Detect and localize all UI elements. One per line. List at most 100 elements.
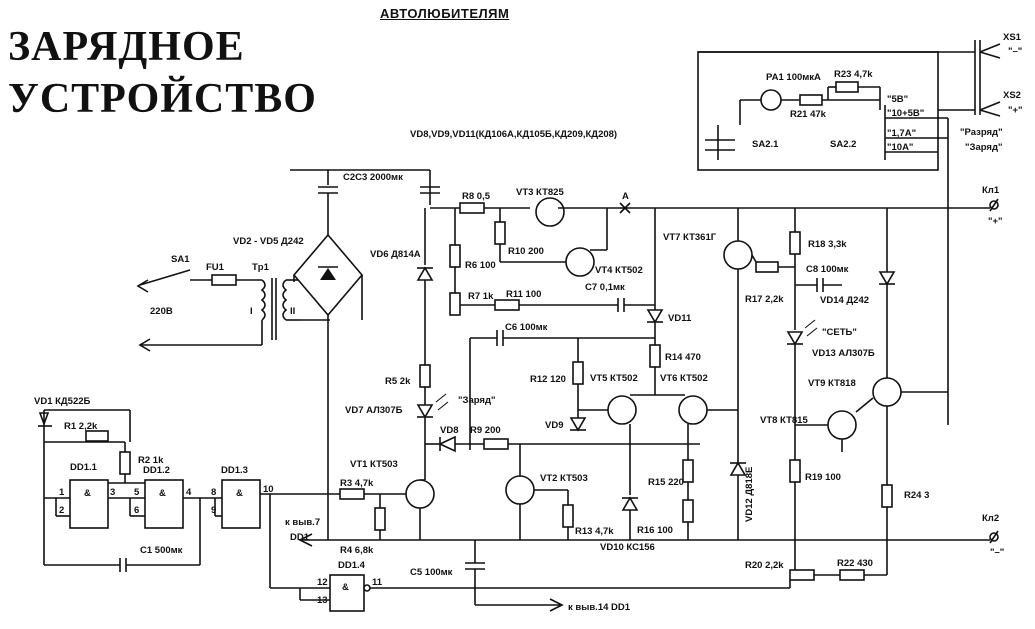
- label-vt6: VT6 КТ502: [660, 373, 708, 384]
- diode-vd8-symbol: [438, 435, 456, 453]
- switch-sa1: [139, 269, 191, 286]
- label-vt8: VT8 КТ815: [760, 415, 808, 426]
- charge-led-group: R5 2k VD7 АЛ307Б "Заряд" VD8 R9 200: [345, 364, 700, 480]
- resistor-r3-symbol: [339, 488, 365, 500]
- pin-6-label: 6: [134, 505, 139, 516]
- label-r14: R14 470: [665, 352, 701, 363]
- resistor-r13-symbol: [562, 504, 574, 528]
- label-r2: R2 1k: [138, 455, 164, 466]
- label-c1: C1 500мк: [140, 545, 183, 556]
- gate-dd1-3: [221, 479, 261, 529]
- pin-12-label: 12: [317, 577, 328, 588]
- label-r10: R10 200: [508, 246, 544, 257]
- pin-5-label: 5: [134, 487, 140, 498]
- label-pa1: PA1 100мкА: [766, 72, 821, 83]
- pin-1-label: 1: [59, 487, 65, 498]
- label-dd1-3: DD1.3: [221, 465, 248, 476]
- resistor-r5-symbol: [419, 364, 431, 388]
- label-vt4: VT4 КТ502: [595, 265, 643, 276]
- label-winding-1: I: [250, 306, 253, 317]
- transistor-vt6-symbol: [678, 395, 708, 425]
- pin-10-label: 10: [263, 484, 274, 495]
- label-diode-group-vd8-vd9-vd11: VD8,VD9,VD11(КД106А,КД105Б,КД209,КД208): [410, 129, 617, 140]
- label-dd1-pin7: DD1: [290, 532, 310, 543]
- gate-dd1-3-symbol: &: [236, 488, 243, 499]
- transistor-vt2-symbol: [505, 475, 535, 505]
- label-vd11: VD11: [668, 313, 692, 324]
- title-line-1: ЗАРЯДНОЕ: [8, 24, 245, 70]
- label-kl2-sign: "–": [990, 547, 1004, 558]
- gate-dd1-4: [329, 574, 365, 612]
- label-xs1: XS1: [1003, 32, 1022, 43]
- label-vt3: VT3 КТ825: [516, 187, 564, 198]
- pin-8-label: 8: [211, 487, 216, 498]
- negative-rail-group: Кл2 "–" к выв.7 DD1: [285, 513, 1004, 558]
- resistor-r23-symbol: [835, 81, 859, 93]
- resistor-r24-symbol: [881, 484, 893, 508]
- label-r24: R24 3: [904, 490, 929, 501]
- label-to-pin-7: к выв.7: [285, 517, 320, 528]
- label-point-a: А: [622, 191, 629, 202]
- main-rail-group: C2C3 2000мк R8 0,5 VT3 КТ825 А Кл1 "+": [290, 169, 1003, 235]
- switch-sa2-group: "5В" "10+5В" "1,7А" "10А" "Разряд" "Заря…: [705, 94, 1003, 425]
- label-xs1-sign: "–": [1008, 46, 1022, 57]
- label-mains-indicator: "СЕТЬ": [822, 327, 857, 338]
- label-r8: R8 0,5: [462, 191, 491, 202]
- label-220v: 220В: [150, 306, 173, 317]
- label-vt2: VT2 КТ503: [540, 473, 588, 484]
- diode-vd9-symbol: [569, 417, 587, 432]
- zener-vd10-symbol: [621, 496, 639, 511]
- mains-input-group: SA1 FU1 Tp1 220В I II: [136, 254, 330, 352]
- resistor-r12-symbol: [572, 361, 584, 385]
- label-switch-1-7a: "1,7А": [887, 128, 916, 139]
- label-r20: R20 2,2k: [745, 560, 784, 571]
- label-sa2-2: SA2.2: [830, 139, 856, 150]
- c5-group: C5 100мк к выв.14 DD1: [410, 540, 631, 613]
- socket-xs2-contact: [979, 101, 1001, 117]
- resistor-r18-symbol: [789, 231, 801, 255]
- pin-3-label: 3: [110, 487, 115, 498]
- label-r21: R21 47k: [790, 109, 827, 120]
- gate-dd1-4-symbol: &: [342, 582, 349, 593]
- label-c6: C6 100мк: [505, 322, 548, 333]
- label-sa2-1: SA2.1: [752, 139, 779, 150]
- label-xs2-sign: "+": [1008, 105, 1023, 116]
- label-vd8: VD8: [440, 425, 458, 436]
- label-r5: R5 2k: [385, 376, 411, 387]
- transistor-vt5-symbol: [607, 395, 637, 425]
- zener-vd6-symbol: [416, 266, 434, 281]
- led-vd7-symbol: [416, 404, 434, 419]
- pin-11-label: 11: [372, 577, 383, 588]
- label-c5: C5 100мк: [410, 567, 453, 578]
- label-charge-indicator: "Заряд": [458, 395, 496, 406]
- label-c2c3: C2C3 2000мк: [343, 172, 403, 183]
- resistor-r6-symbol: [449, 244, 461, 268]
- differential-pair-group: R12 120 VD9 VT5 КТ502 VT6 КТ502 R15 220 …: [530, 338, 738, 553]
- potentiometer-r20-symbol: [789, 569, 815, 581]
- gate-dd1-1-symbol: &: [84, 488, 91, 499]
- label-xs2: XS2: [1003, 90, 1021, 101]
- label-vd13: VD13 АЛ307Б: [812, 348, 875, 359]
- transformer-winding-2: [282, 279, 288, 321]
- transistor-vt9-symbol: [872, 377, 902, 407]
- label-vd10: VD10 КС156: [600, 542, 655, 553]
- label-vt7: VT7 КТ361Г: [663, 232, 717, 243]
- label-dd1-4: DD1.4: [338, 560, 366, 571]
- resistor-r10-symbol: [494, 221, 506, 245]
- resistor-r2-symbol: [119, 451, 131, 475]
- gate-dd1-2-symbol: &: [159, 488, 166, 499]
- label-kl1: Кл1: [982, 185, 1000, 196]
- label-vt5: VT5 КТ502: [590, 373, 638, 384]
- label-switch-5v: "5В": [887, 94, 908, 105]
- label-r11: R11 100: [506, 289, 541, 300]
- pin-4-label: 4: [186, 487, 192, 498]
- label-kl2: Кл2: [982, 513, 999, 524]
- label-dd1-2: DD1.2: [143, 465, 170, 476]
- label-vt1: VT1 КТ503: [350, 459, 398, 470]
- label-to-pin-14: к выв.14 DD1: [568, 602, 631, 613]
- label-switch-10-5v: "10+5В": [887, 108, 924, 119]
- vd12-group: VD12 Д818Е: [729, 461, 755, 522]
- label-c7: C7 0,1мк: [585, 282, 625, 293]
